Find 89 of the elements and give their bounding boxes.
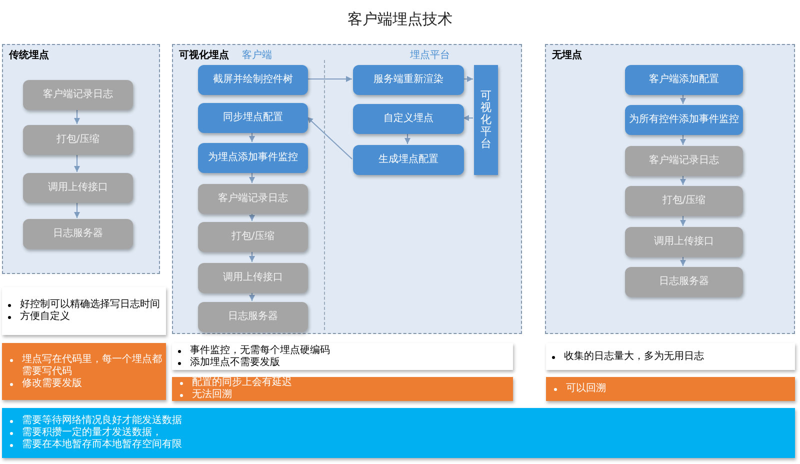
process-box [23, 219, 133, 249]
arrow [680, 256, 686, 266]
arrow [249, 212, 255, 222]
box-text: 客户端记录日志 [649, 154, 719, 168]
bullet-text: 方便自定义 [20, 311, 70, 323]
bullet-text: 埋点写在代码里，每一个埋点都需要写代码 [22, 354, 162, 378]
box-text: 客户端记录日志 [218, 192, 288, 206]
note-card [546, 343, 795, 370]
arrow [249, 132, 255, 142]
process-box [625, 227, 743, 257]
diagram-title: 客户端埋点技术 [348, 9, 452, 30]
panel-heading: 传统埋点 [9, 48, 49, 63]
arrow [74, 154, 80, 172]
platform-bar [474, 65, 498, 175]
process-box [625, 105, 743, 135]
column-heading: 埋点平台 [410, 48, 450, 63]
process-box [625, 146, 743, 176]
process-box [353, 65, 464, 95]
arrow [680, 94, 686, 104]
note-card [2, 287, 166, 335]
bullet-text: 事件监控，无需每个埋点硬编码 [190, 344, 330, 356]
box-text: 截屏并绘制控件树 [213, 74, 293, 86]
process-box [198, 222, 308, 252]
bullet-text: 无法回溯 [192, 389, 232, 401]
box-text: 日志服务器 [228, 310, 278, 324]
box-text: 日志服务器 [53, 228, 103, 240]
arrow [680, 214, 686, 226]
process-box [23, 125, 133, 155]
box-text: 自定义埋点 [384, 112, 434, 126]
box-text: 调用上传接口 [223, 272, 283, 284]
bullet-text: 配置的同步上会有延迟 [192, 377, 292, 388]
box-text: 服务端重新渲染 [374, 74, 444, 86]
process-box [198, 103, 308, 133]
arrow [404, 132, 410, 144]
process-box [23, 80, 133, 110]
process-box [625, 65, 743, 95]
note-card [2, 408, 795, 458]
bullet-text: 好控制可以精确选择写日志时间 [20, 299, 160, 310]
arrow [680, 134, 686, 146]
bullet-text: 需要在本地暂存而本地暂存空间有限 [22, 439, 182, 451]
process-box [198, 184, 308, 214]
bullet-text: 收集的日志量大，多为无用日志 [564, 350, 704, 362]
box-text: 为埋点添加事件监控 [208, 152, 298, 164]
column-heading: 客户端 [242, 48, 272, 63]
process-box [198, 302, 308, 332]
process-box [198, 263, 308, 293]
panel-heading: 无埋点 [552, 48, 582, 63]
box-text: 生成埋点配置 [378, 154, 438, 166]
bullet-text: 需要积攒一定的量才发送数据， [22, 427, 162, 438]
arrow [249, 250, 255, 262]
arrow [462, 115, 474, 121]
arrow [74, 202, 80, 218]
process-box [198, 143, 308, 173]
process-box [23, 173, 133, 203]
box-text: 客户端添加配置 [649, 74, 719, 86]
box-text: 客户端记录日志 [43, 88, 113, 102]
group-panel [545, 44, 795, 334]
note-card [2, 343, 166, 400]
bullet-text: 需要等待网络情况良好才能发送数据 [22, 415, 182, 426]
arrow [306, 116, 352, 160]
process-box [353, 145, 464, 175]
process-box [198, 65, 308, 95]
bullet-text: 可以回溯 [566, 383, 606, 395]
process-box [625, 186, 743, 216]
box-text: 调用上传接口 [654, 236, 714, 248]
note-card [546, 377, 795, 401]
box-text: 打包/压缩 [231, 230, 275, 244]
arrow [680, 174, 686, 186]
process-box [353, 104, 464, 134]
group-panel [2, 44, 160, 274]
note-card [172, 377, 513, 401]
bullet-text: 修改需要发版 [22, 378, 82, 390]
arrow [74, 108, 80, 124]
box-text: 可视化平台 [480, 90, 492, 150]
note-card [172, 343, 513, 370]
process-box [625, 267, 743, 297]
box-text: 为所有控件添加事件监控 [629, 114, 739, 126]
arrow [249, 292, 255, 302]
box-text: 打包/压缩 [662, 194, 706, 208]
arrow [306, 76, 352, 82]
group-panel [172, 44, 522, 334]
arrow [249, 172, 255, 184]
box-text: 同步埋点配置 [223, 112, 283, 124]
box-text: 调用上传接口 [48, 182, 108, 194]
panel-heading: 可视化埋点 [179, 48, 229, 63]
box-text: 打包/压缩 [56, 134, 100, 146]
arrow [462, 76, 474, 82]
bullet-text: 添加埋点不需要发版 [190, 356, 280, 368]
box-text: 日志服务器 [659, 276, 709, 288]
